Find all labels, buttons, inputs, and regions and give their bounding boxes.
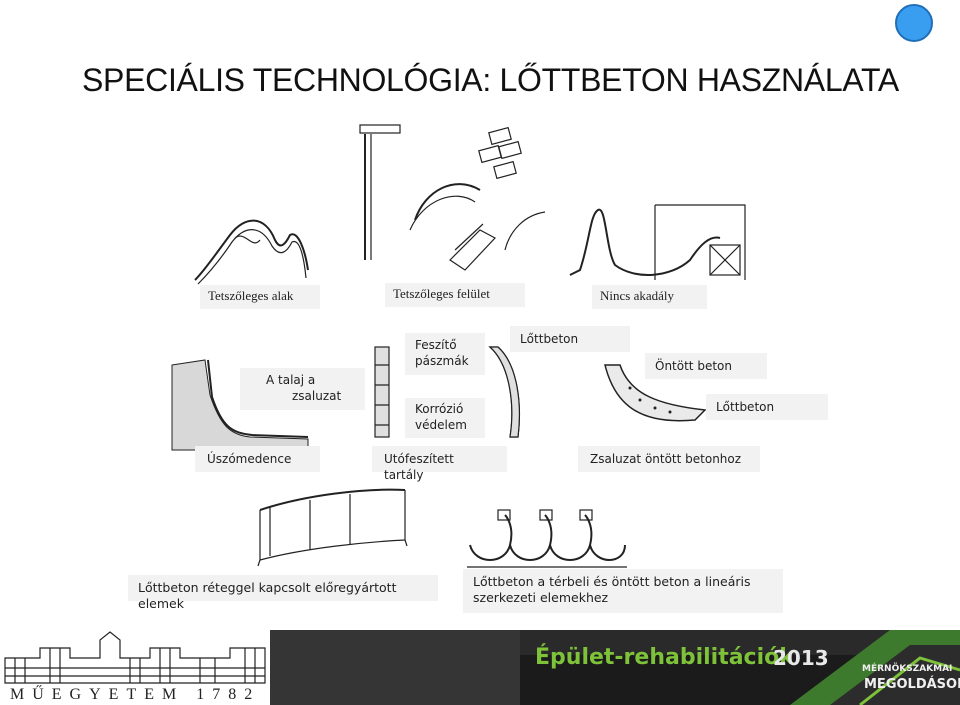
spatial-linear-drawing [467, 509, 627, 568]
label-freeform-shape: Tetszőleges alak [200, 285, 320, 309]
label-corrosion-line2: védelem [415, 418, 467, 432]
swimming-pool-drawing [171, 359, 309, 451]
caption-spatial-linear-line2: szerkezeti elemekhez [473, 590, 609, 605]
label-soil-formwork: A talaj a zsaluzat [240, 368, 365, 410]
university-name: MŰEGYETEM 1782 [10, 686, 261, 703]
brand-line2: MEGOLDÁSOK [864, 677, 960, 692]
label-corrosion-line1: Korrózió [415, 402, 464, 416]
freeform-shell-drawing [194, 219, 309, 285]
caption-spatial-linear: Lőttbeton a térbeli és öntött beton a li… [463, 569, 783, 613]
label-shotcrete-right: Lőttbeton [706, 394, 828, 420]
brand-line1: MÉRNÖKSZAKMAI [862, 664, 953, 674]
label-soil-formwork-line1: A talaj a [266, 373, 316, 387]
post-tensioned-tank-drawing [374, 346, 520, 438]
label-tendons: Feszítő pászmák [405, 333, 485, 375]
label-no-obstacle: Nincs akadály [592, 285, 707, 309]
university-building-logo [0, 628, 270, 688]
label-tendons-line1: Feszítő [415, 338, 457, 352]
caption-swimming-pool: Úszómedence [195, 446, 320, 472]
label-soil-formwork-line2: zsaluzat [292, 389, 342, 403]
precast-panels-drawing [257, 488, 408, 567]
label-freeform-surface: Tetszőleges felület [385, 283, 525, 307]
caption-precast-elements: Lőttbeton réteggel kapcsolt előregyártot… [128, 575, 438, 611]
banner-decoration [270, 630, 960, 705]
caption-cast-formwork: Zsaluzat öntött betonhoz [578, 446, 760, 472]
banner-year: 2013 [773, 646, 829, 670]
banner-title: Épület-rehabilitációk [535, 645, 794, 670]
no-obstacle-drawing [569, 204, 746, 280]
page-title: SPECIÁLIS TECHNOLÓGIA: LŐTTBETON HASZNÁL… [82, 62, 899, 98]
caption-spatial-linear-line1: Lőttbeton a térbeli és öntött beton a li… [473, 574, 751, 589]
label-cast-concrete: Öntött beton [645, 353, 767, 379]
caption-tank: Utófeszített tartály [372, 446, 507, 482]
label-tendons-line2: pászmák [415, 354, 469, 368]
label-corrosion: Korrózió védelem [405, 398, 485, 438]
nav-circle-button[interactable] [895, 4, 933, 42]
freeform-surface-drawings [359, 124, 546, 271]
label-shotcrete-top: Lőttbeton [510, 326, 630, 352]
cast-concrete-form-drawing [604, 364, 707, 422]
